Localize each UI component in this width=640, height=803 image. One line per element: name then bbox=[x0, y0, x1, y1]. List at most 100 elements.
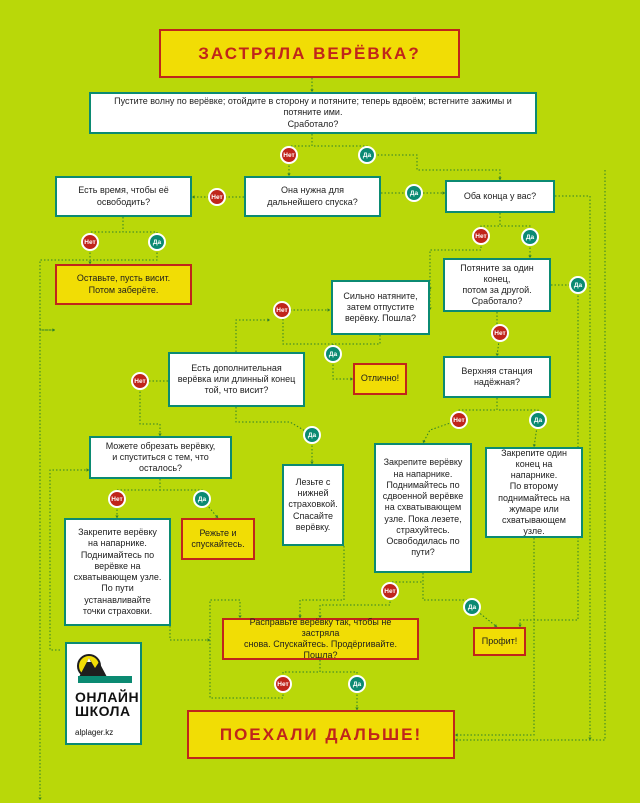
node-q-rethread-text: Расправьте верёвку так, чтобы не застрял… bbox=[244, 616, 397, 661]
arrow-head bbox=[238, 615, 242, 618]
arrow-head bbox=[532, 444, 537, 447]
arrow-head bbox=[267, 318, 270, 322]
node-q-extra-rope: Есть дополнительная верёвка или длинный … bbox=[168, 352, 305, 407]
badge-yes: Да bbox=[405, 184, 423, 202]
connector-line bbox=[480, 213, 501, 236]
node-q-pull-hard: Сильно натяните, затем отпустите верёвку… bbox=[331, 280, 430, 335]
badge-no: Нет bbox=[491, 324, 509, 342]
node-q-doubled: Закрепите верёвку на напарнике. Поднимай… bbox=[374, 443, 472, 573]
node-a-excellent-text: Отлично! bbox=[360, 373, 400, 384]
badge-yes: Да bbox=[529, 411, 547, 429]
arrow-head bbox=[158, 433, 162, 436]
node-a-climb-lower: Лезьте с нижней страховкой. Спасайте вер… bbox=[282, 464, 344, 546]
node-q-station-text: Верхняя станция надёжная? bbox=[461, 365, 533, 387]
connector-line bbox=[319, 591, 391, 618]
connector-line bbox=[282, 309, 381, 345]
arrow-head bbox=[298, 615, 302, 618]
connector-line bbox=[299, 546, 345, 618]
arrow-head bbox=[588, 737, 592, 740]
node-a-one-end: Закрепите один конец на напарнике. По вт… bbox=[485, 447, 583, 538]
node-q-time: Есть время, чтобы её освободить? bbox=[55, 176, 192, 217]
badge-yes: Да bbox=[521, 228, 539, 246]
arrow-head bbox=[350, 377, 353, 381]
node-a-cut-descend-text: Режьте и спускайтесь. bbox=[191, 527, 245, 549]
arrow-head bbox=[498, 177, 502, 180]
node-q-extra-rope-text: Есть дополнительная верёвка или длинный … bbox=[177, 362, 296, 396]
connector-line bbox=[499, 213, 531, 237]
badge-no: Нет bbox=[274, 675, 292, 693]
connector-line bbox=[455, 170, 606, 741]
arrow-head bbox=[38, 797, 42, 800]
node-a-excellent: Отлично! bbox=[353, 363, 407, 395]
badge-no: Нет bbox=[280, 146, 298, 164]
node-a-prusik-climb: Закрепите верёвку на напарнике. Поднимай… bbox=[64, 518, 171, 626]
badge-no: Нет bbox=[450, 411, 468, 429]
connector-line bbox=[116, 479, 161, 499]
school-logo: ОНЛАЙН ШКОЛА alplager.kz bbox=[65, 642, 142, 745]
node-a-climb-lower-text: Лезьте с нижней страховкой. Спасайте вер… bbox=[288, 476, 338, 532]
connector-line bbox=[139, 381, 161, 436]
badge-yes: Да bbox=[569, 276, 587, 294]
badge-no: Нет bbox=[472, 227, 490, 245]
connector-line bbox=[169, 626, 210, 641]
connector-line bbox=[209, 599, 284, 699]
connector-line bbox=[235, 407, 313, 436]
node-a-one-end-text: Закрепите один конец на напарнике. По вт… bbox=[498, 447, 570, 537]
badge-yes: Да bbox=[324, 345, 342, 363]
node-q-both-ends: Оба конца у вас? bbox=[445, 180, 555, 213]
badge-no: Нет bbox=[131, 372, 149, 390]
arrow-head bbox=[115, 515, 119, 518]
logo-school-text: ОНЛАЙН ШКОЛА bbox=[75, 689, 140, 719]
node-a-cut-descend: Режьте и спускайтесь. bbox=[181, 518, 255, 560]
node-q-pull: Пустите волну по верёвке; отойдите в сто… bbox=[89, 92, 537, 134]
node-q-need-text: Она нужна для дальнейшего спуска? bbox=[267, 185, 358, 207]
badge-no: Нет bbox=[108, 490, 126, 508]
connector-line bbox=[39, 329, 55, 800]
arrow-head bbox=[495, 353, 499, 356]
connector-line bbox=[235, 319, 270, 352]
connector-line bbox=[519, 285, 579, 627]
node-a-profit-text: Профит! bbox=[481, 635, 518, 646]
arrow-head bbox=[327, 308, 330, 312]
arrow-head bbox=[215, 515, 218, 518]
arrow-head bbox=[455, 733, 458, 737]
arrow-head bbox=[355, 707, 359, 710]
arrow-head bbox=[422, 440, 426, 443]
badge-yes: Да bbox=[358, 146, 376, 164]
badge-no: Нет bbox=[273, 301, 291, 319]
arrow-head bbox=[442, 191, 445, 195]
arrow-head bbox=[518, 624, 522, 627]
node-a-leave-text: Оставьте, пусть висит. Потом заберёте. bbox=[76, 273, 171, 295]
node-q-rethread: Расправьте верёвку так, чтобы не застрял… bbox=[222, 616, 419, 661]
node-q-both-ends-text: Оба конца у вас? bbox=[463, 190, 537, 201]
arrow-head bbox=[207, 638, 210, 642]
arrow-head bbox=[310, 89, 314, 92]
badge-no: Нет bbox=[81, 233, 99, 251]
badge-yes: Да bbox=[148, 233, 166, 251]
arrow-head bbox=[455, 738, 458, 742]
badge-yes: Да bbox=[348, 675, 366, 693]
title-text: ЗАСТРЯЛА ВЕРЁВКА? bbox=[198, 43, 421, 63]
connector-line bbox=[555, 195, 591, 740]
node-q-need: Она нужна для дальнейшего спуска? bbox=[244, 176, 381, 217]
node-q-pull-one-end-text: Потяните за один конец, потом за другой.… bbox=[460, 262, 534, 307]
connector-line bbox=[367, 154, 501, 180]
node-q-time-text: Есть время, чтобы её освободить? bbox=[78, 185, 169, 207]
badge-yes: Да bbox=[463, 598, 481, 616]
arrow-head bbox=[528, 255, 532, 258]
node-q-cut: Можете обрезать верёвку, и спуститься с … bbox=[89, 436, 232, 479]
title-box: ЗАСТРЯЛА ВЕРЁВКА? bbox=[159, 29, 460, 78]
arrow-head bbox=[494, 624, 497, 627]
node-a-profit: Профит! bbox=[473, 627, 526, 656]
arrow-head bbox=[192, 195, 195, 199]
badge-no: Нет bbox=[208, 188, 226, 206]
node-a-prusik-climb-text: Закрепите верёвку на напарнике. Поднимай… bbox=[73, 527, 162, 616]
connector-line bbox=[496, 398, 539, 420]
arrow-head bbox=[310, 461, 314, 464]
badge-yes: Да bbox=[193, 490, 211, 508]
arrow-head bbox=[88, 261, 92, 264]
finish-text: ПОЕХАЛИ ДАЛЬШЕ! bbox=[219, 724, 423, 744]
node-q-cut-text: Можете обрезать верёвку, и спуститься с … bbox=[105, 440, 216, 474]
node-a-leave: Оставьте, пусть висит. Потом заберёте. bbox=[55, 264, 192, 305]
